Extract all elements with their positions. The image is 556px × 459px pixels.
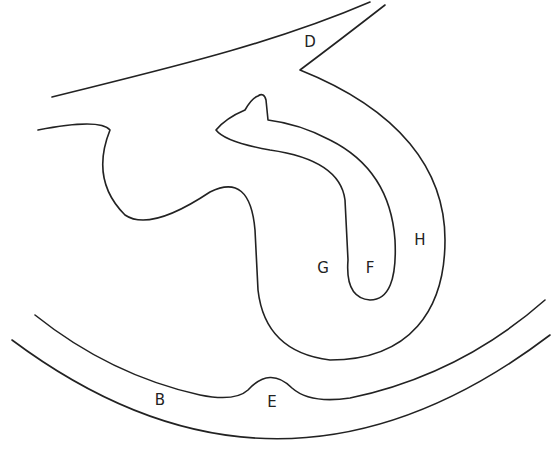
- region-label: D: [304, 35, 316, 50]
- band-lower-outline: [12, 335, 550, 439]
- region-label: E: [267, 395, 276, 410]
- fold-inner-outline: [216, 95, 395, 300]
- region-label: F: [366, 261, 375, 276]
- fold-outer-outline: [38, 5, 445, 360]
- region-label: H: [414, 233, 425, 248]
- upper-outline: [52, 2, 370, 97]
- region-label: B: [155, 393, 165, 408]
- region-label: G: [317, 261, 329, 276]
- band-upper-outline: [35, 300, 545, 400]
